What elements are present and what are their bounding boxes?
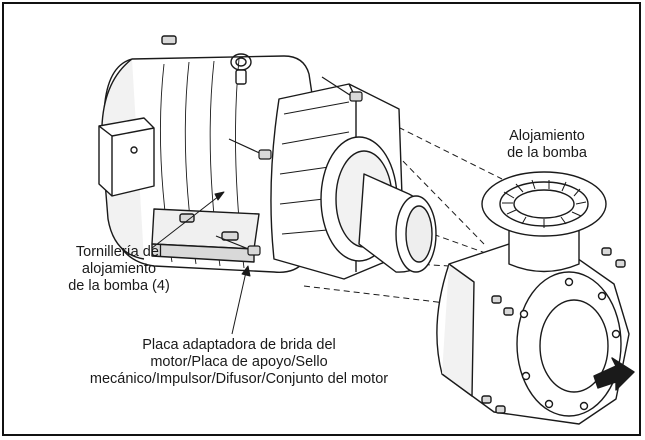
suction-flange-ribs	[502, 179, 587, 228]
leader-lines	[151, 191, 251, 335]
exploded-pump-illustration	[98, 35, 635, 425]
housing-bolts-label-line-1: Tornillería del	[75, 244, 163, 260]
adapter-plate-label: Placa adaptadora de brida del motor/Plac…	[64, 337, 414, 388]
adapter-plate-label-line-1: Placa adaptadora de brida del	[142, 337, 336, 353]
motor-base	[151, 208, 260, 263]
flow-arrow	[593, 357, 635, 391]
motor-studs	[215, 76, 363, 256]
housing-bolts-label-line-3: de la bomba (4)	[68, 278, 170, 294]
pump-housing-label-line-1: Alojamiento	[509, 128, 585, 144]
lifting-eye	[230, 53, 252, 85]
adapter-plate-label-line-2: motor/Placa de apoyo/Sello	[150, 354, 328, 370]
motor	[98, 35, 325, 273]
pump-housing	[436, 171, 635, 425]
top-bolt	[161, 35, 177, 45]
diagram-frame: Alojamiento de la bomba Tornillería del …	[2, 2, 641, 436]
adapter-plate-label-line-3: mecánico/Impulsor/Difusor/Conjunto del m…	[89, 371, 389, 387]
pump-housing-label-line-2: de la bomba	[507, 145, 587, 161]
housing-bolts-label-line-2: alojamiento	[81, 261, 157, 277]
pump-housing-label: Alojamiento de la bomba	[482, 128, 612, 162]
impeller-cone	[358, 173, 437, 273]
housing-bolts-label: Tornillería del alojamiento de la bomba …	[44, 244, 194, 295]
junction-box	[98, 117, 155, 197]
housing-hardware	[481, 247, 626, 414]
